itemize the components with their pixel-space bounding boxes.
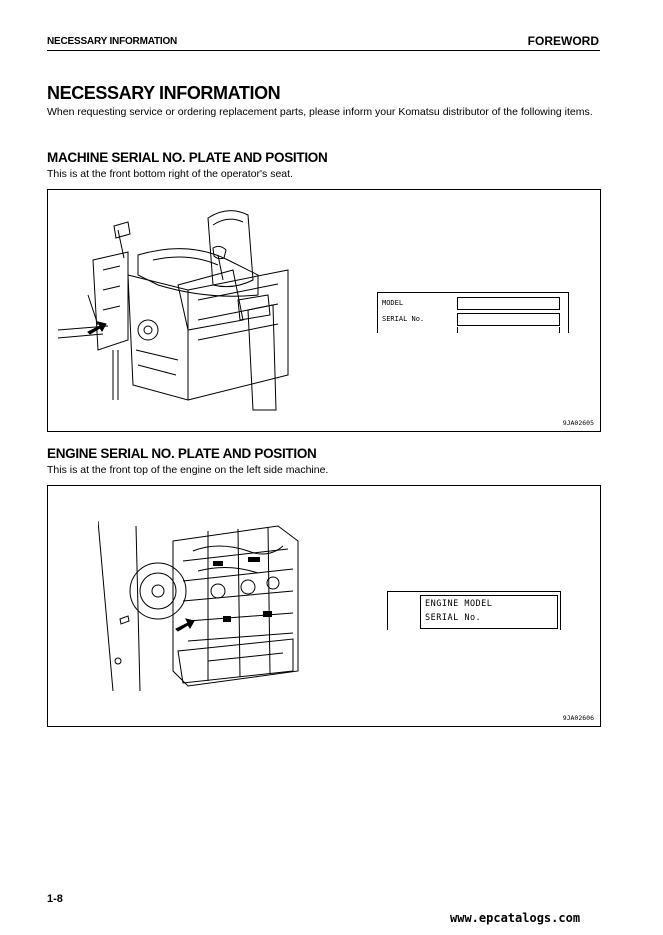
running-header-chapter: FOREWORD: [527, 34, 599, 48]
engine-serial-label: SERIAL No.: [425, 613, 482, 623]
operator-seat-illustration: [58, 210, 289, 411]
engine-plate-inner: ENGINE MODEL SERIAL No.: [420, 595, 558, 629]
header-rule: [47, 50, 600, 51]
page-title: NECESSARY INFORMATION: [47, 83, 281, 103]
engine-plate-figure: ENGINE MODEL SERIAL No. 9JA02606: [47, 485, 601, 727]
page-number: 1-8: [47, 893, 63, 905]
machine-plate-figure: MODEL SERIAL No. 9JA02605: [47, 189, 601, 432]
engine-plate-heading: ENGINE SERIAL NO. PLATE AND POSITION: [47, 446, 317, 461]
figure-code: 9JA02606: [562, 714, 594, 722]
machine-plate-heading: MACHINE SERIAL NO. PLATE AND POSITION: [47, 150, 328, 165]
figure-code: 9JA02605: [562, 419, 594, 427]
intro-paragraph: When requesting service or ordering repl…: [47, 106, 593, 118]
engine-plate-description: This is at the front top of the engine o…: [47, 464, 329, 476]
running-header-section: NECESSARY INFORMATION: [47, 36, 178, 47]
engine-model-label: ENGINE MODEL: [425, 599, 493, 609]
watermark: www.epcatalogs.com: [450, 911, 581, 925]
machine-serial-plate: MODEL SERIAL No.: [377, 292, 569, 333]
machine-plate-description: This is at the front bottom right of the…: [47, 168, 293, 180]
engine-illustration: [98, 521, 299, 691]
plate-model-field: [457, 297, 560, 310]
plate-serial-label: SERIAL No.: [382, 315, 425, 323]
plate-model-label: MODEL: [382, 299, 404, 307]
plate-serial-field: [457, 313, 560, 326]
engine-serial-plate: ENGINE MODEL SERIAL No.: [387, 591, 561, 630]
